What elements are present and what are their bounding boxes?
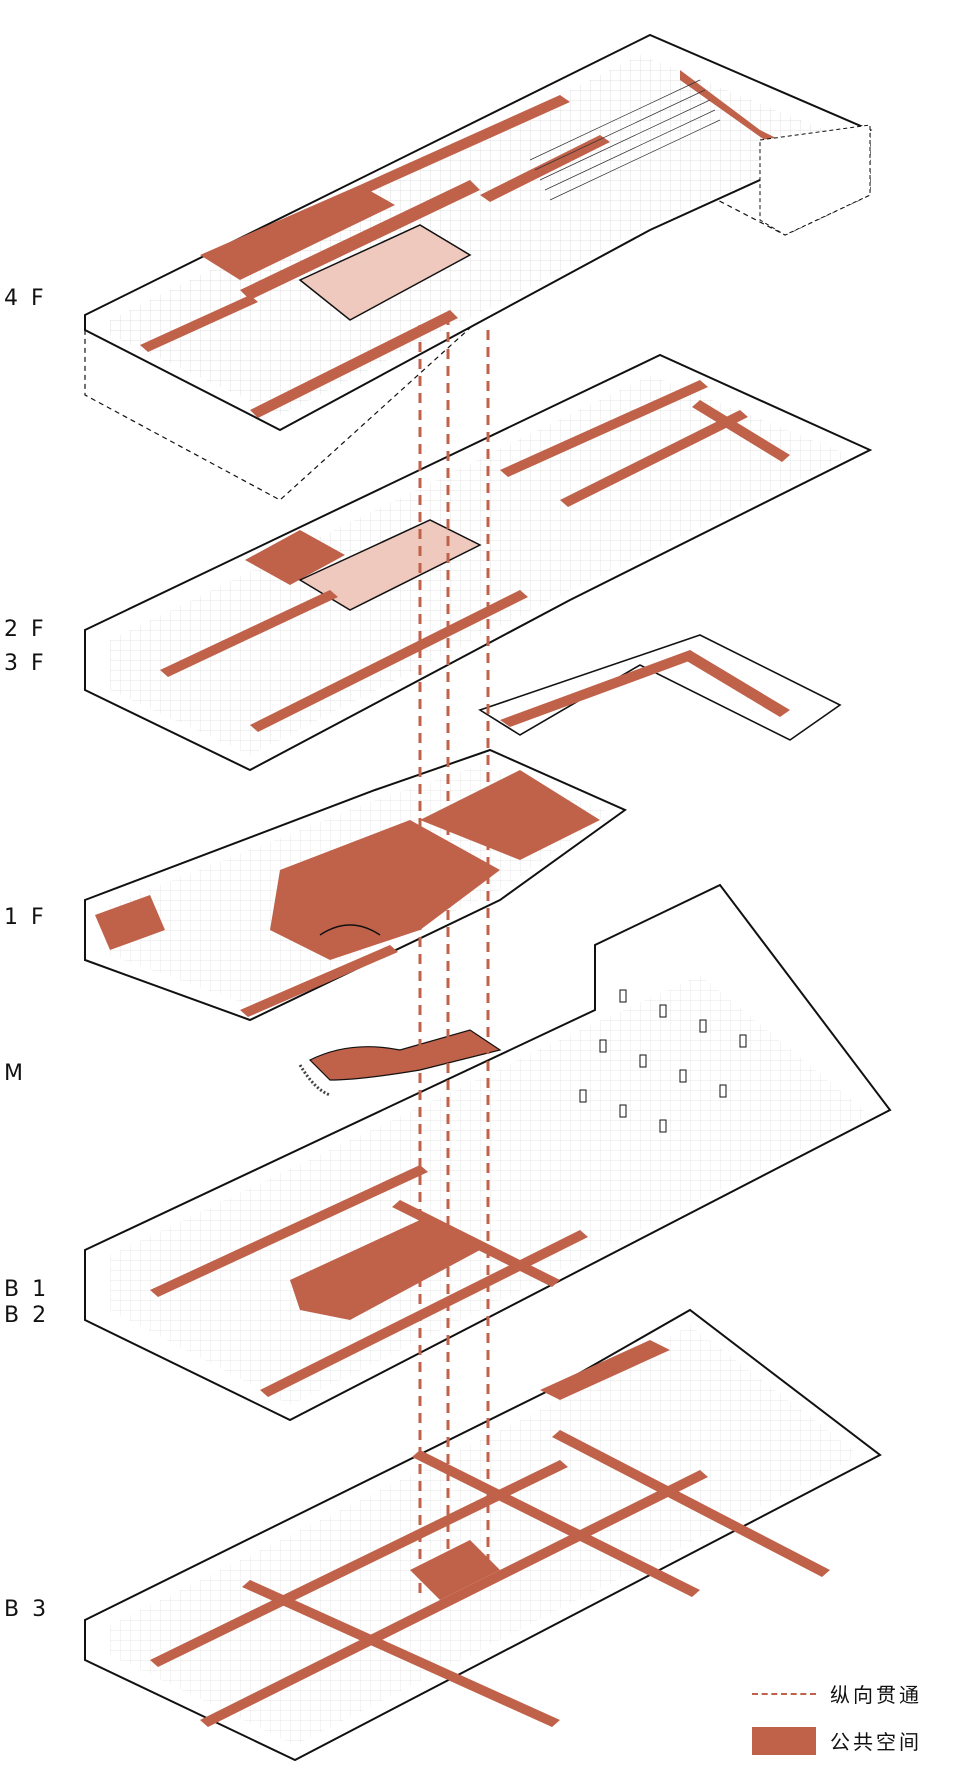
public-space-b3-core xyxy=(410,1540,500,1600)
legend-vertical-link-label: 纵向贯通 xyxy=(830,1683,922,1707)
floor-4f-plate xyxy=(84,33,873,501)
public-space-b1-plaza xyxy=(290,1220,480,1320)
floor-m-mezzanine xyxy=(298,1029,502,1097)
legend-fill-swatch xyxy=(752,1726,816,1755)
legend-dash-swatch xyxy=(752,1692,816,1695)
floor-label-1f: 1 F xyxy=(4,905,47,930)
vertical-link-lines xyxy=(418,315,490,1595)
floor-b3-plate xyxy=(84,1308,882,1762)
public-space-1f-lobby xyxy=(270,820,500,960)
floor-label-2f: 2 F xyxy=(4,617,47,642)
legend-public-space-label: 公共空间 xyxy=(830,1730,922,1754)
floor-label-3f: 3 F xyxy=(4,651,47,676)
floor-label-b1: B 1 xyxy=(4,1277,50,1302)
public-space-4f-hall xyxy=(200,185,395,280)
floor-label-m: M xyxy=(4,1061,26,1086)
floor-label-b3: B 3 xyxy=(4,1597,50,1622)
floor-1f-plate xyxy=(84,748,627,1022)
atrium-2f xyxy=(298,519,482,611)
floor-label-b2: B 2 xyxy=(4,1303,50,1328)
legend-public-space: 公共空间 xyxy=(752,1726,922,1755)
floor-label-4f: 4 F xyxy=(4,286,47,311)
floor-2f-3f-plate xyxy=(84,353,873,772)
public-space-2f-block xyxy=(245,530,345,585)
atrium-4f xyxy=(298,224,472,321)
legend-vertical-link: 纵向贯通 xyxy=(752,1679,922,1708)
